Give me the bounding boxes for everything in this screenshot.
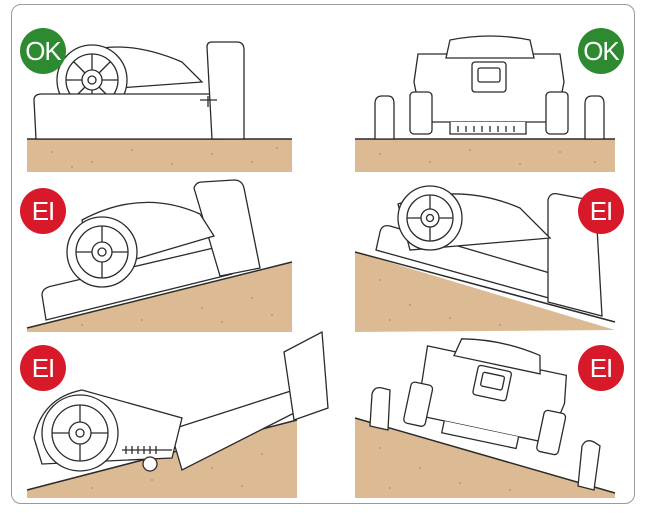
- badge-label: EI: [590, 196, 613, 227]
- badge-label: OK: [583, 36, 619, 67]
- wheel-left-icon: [403, 381, 433, 427]
- lawn-mower: [398, 186, 550, 250]
- soil-ground: [355, 139, 615, 172]
- status-badge-warning: EI: [20, 188, 66, 234]
- station-post: [207, 42, 244, 139]
- status-badge-warning: EI: [578, 188, 624, 234]
- wheel-left-icon: [410, 92, 432, 134]
- status-badge-warning: EI: [20, 345, 66, 391]
- lawn-mower: [34, 390, 182, 471]
- lawn-mower-front: [410, 36, 568, 134]
- badge-label: EI: [32, 353, 55, 384]
- soil-ground: [27, 139, 292, 172]
- status-badge-ok: OK: [20, 28, 66, 74]
- lawn-mower-front: [403, 327, 578, 458]
- status-badge-warning: EI: [578, 345, 624, 391]
- wheel-right-icon: [546, 92, 568, 134]
- badge-label: EI: [590, 353, 613, 384]
- badge-label: EI: [32, 196, 55, 227]
- status-badge-ok: OK: [578, 28, 624, 74]
- front-wheel-icon: [143, 457, 157, 471]
- station-base-plate: [34, 94, 222, 139]
- badge-label: OK: [25, 36, 61, 67]
